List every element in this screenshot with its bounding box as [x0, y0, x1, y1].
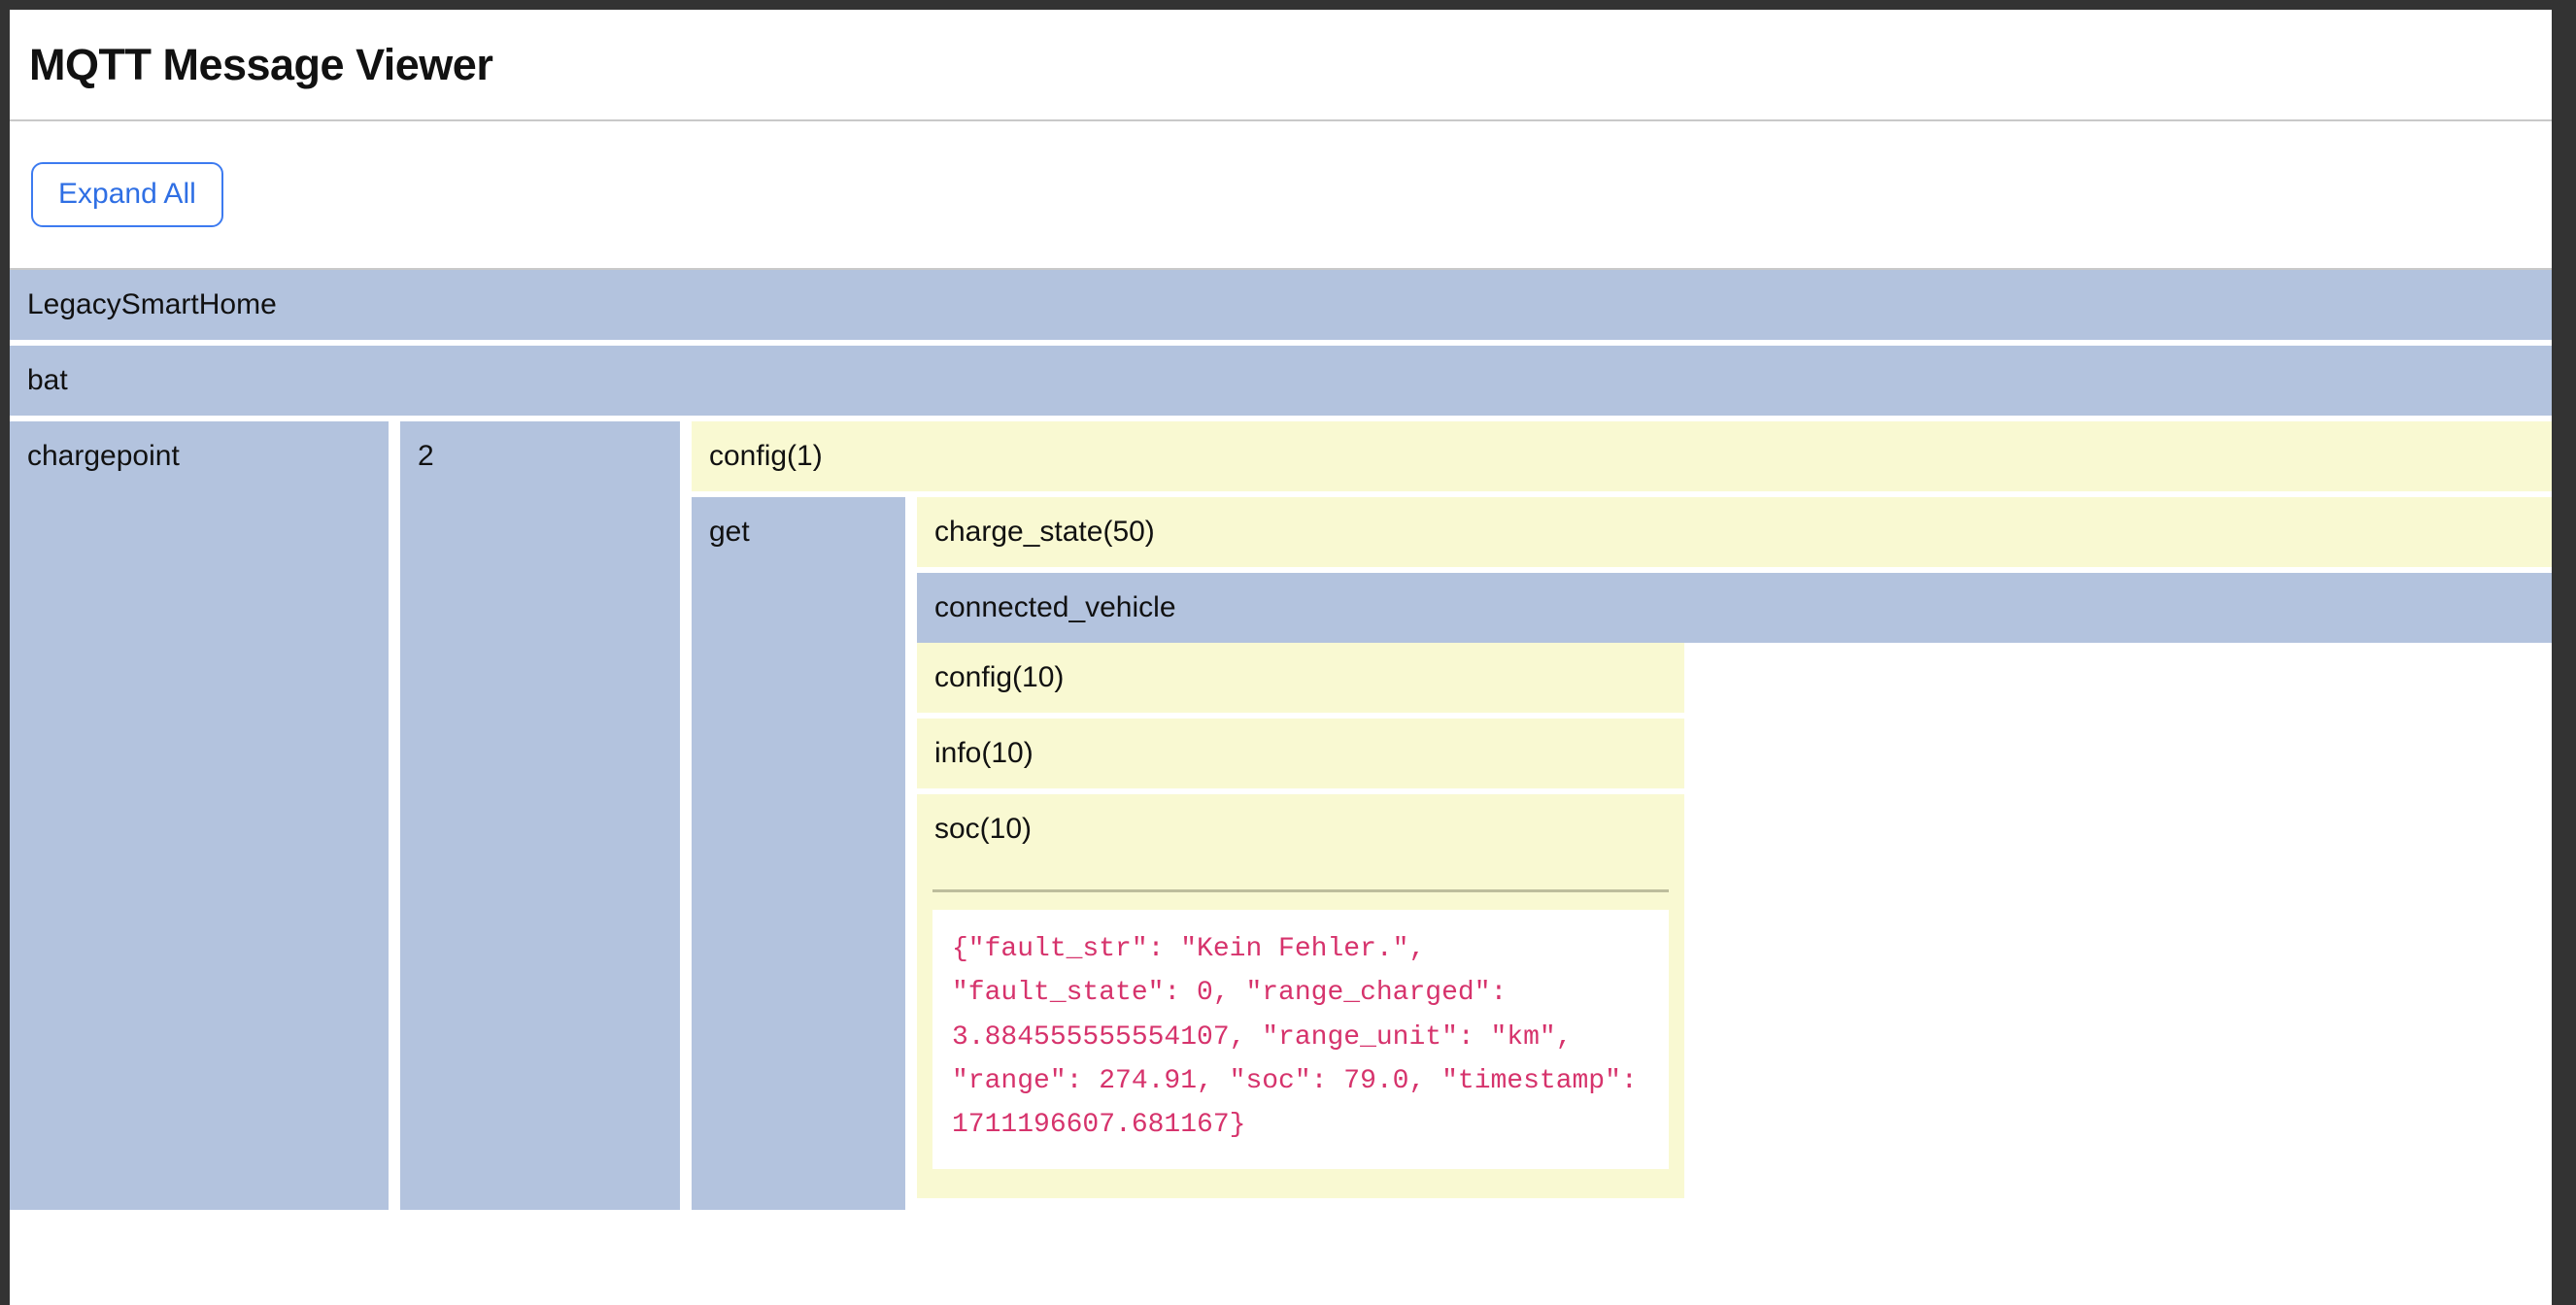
tree-node-label-legacysmarthome[interactable]: LegacySmartHome	[10, 270, 2552, 340]
tree-node-label-cv-info[interactable]: info(10)	[917, 719, 1684, 788]
connected-vehicle-children: config(10) info(10) soc(10) {"fault_str"…	[917, 643, 1684, 1204]
tree-level-chargepoint: chargepoint 2 config(1)	[10, 421, 2552, 1210]
tree-node-label-get[interactable]: get	[709, 516, 750, 548]
tree-node-label-cv-soc[interactable]: soc(10)	[934, 813, 1033, 845]
tree-node-bat: bat	[10, 346, 2552, 416]
tree-node-config-1: config(1)	[692, 421, 2552, 491]
get-children: charge_state(50) connected_vehicle confi…	[917, 497, 2552, 1210]
chargepoint-fill	[10, 491, 389, 1210]
expand-all-button[interactable]: Expand All	[31, 162, 223, 227]
tree-node-chargepoint-2[interactable]: 2	[400, 421, 680, 1210]
tree-level-get: get charge_state(50) connected_vehicle	[692, 497, 2552, 1210]
tree-node-legacysmarthome: LegacySmartHome	[10, 270, 2552, 340]
tree-node-label-charge-state[interactable]: charge_state(50)	[917, 497, 2552, 567]
tree-node-label-bat[interactable]: bat	[10, 346, 2552, 416]
get-fill	[692, 567, 905, 1210]
app-header: MQTT Message Viewer	[10, 10, 2552, 121]
chargepoint-2-fill	[400, 491, 680, 1210]
tree-node-charge-state: charge_state(50)	[917, 497, 2552, 567]
toolbar: Expand All	[10, 121, 2552, 270]
tree-node-label-config-1[interactable]: config(1)	[692, 421, 2552, 491]
tree-node-connected-vehicle: connected_vehicle config(10) info(10)	[917, 573, 2552, 1204]
payload-divider	[932, 889, 1669, 892]
tree-node-get[interactable]: get	[692, 497, 905, 1210]
chargepoint-2-children: config(1) get charge_state(50)	[692, 421, 2552, 1210]
soc-payload-text: {"fault_str": "Kein Fehler.", "fault_sta…	[932, 910, 1669, 1169]
tree-node-label-connected-vehicle[interactable]: connected_vehicle	[917, 573, 2552, 643]
tree-node-cv-info: info(10)	[917, 719, 1684, 788]
tree-node-label-chargepoint[interactable]: chargepoint	[27, 440, 180, 472]
page-content: MQTT Message Viewer Expand All LegacySma…	[10, 10, 2552, 1305]
mqtt-topic-tree: LegacySmartHome bat chargepoint 2	[10, 270, 2552, 1210]
tree-node-label-cv-config[interactable]: config(10)	[917, 643, 1684, 713]
tree-node-chargepoint[interactable]: chargepoint	[10, 421, 389, 1210]
page-title: MQTT Message Viewer	[29, 40, 493, 89]
tree-node-cv-config: config(10)	[917, 643, 1684, 713]
tree-node-cv-soc: soc(10) {"fault_str": "Kein Fehler.", "f…	[917, 794, 1684, 1198]
tree-node-label-chargepoint-2[interactable]: 2	[418, 440, 434, 472]
